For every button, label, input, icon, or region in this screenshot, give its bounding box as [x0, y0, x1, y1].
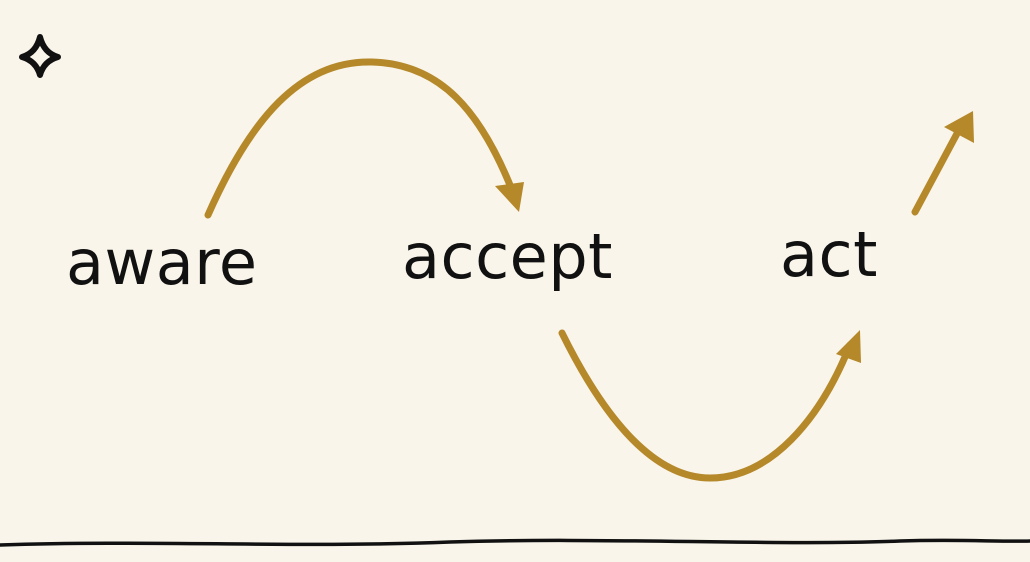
- baseline-divider: [0, 538, 1030, 547]
- arrowhead-act-up: [944, 111, 974, 143]
- sparkle-icon: [19, 34, 61, 78]
- arrowhead-accept-to-act: [836, 330, 861, 363]
- arrow-aware-to-accept: [204, 58, 516, 219]
- arrowhead-aware-to-accept: [495, 182, 524, 212]
- word-aware: aware: [66, 226, 258, 299]
- word-act: act: [780, 218, 878, 291]
- word-accept: accept: [402, 220, 613, 293]
- arrow-act-up: [911, 124, 964, 216]
- arrow-accept-to-act: [558, 329, 854, 482]
